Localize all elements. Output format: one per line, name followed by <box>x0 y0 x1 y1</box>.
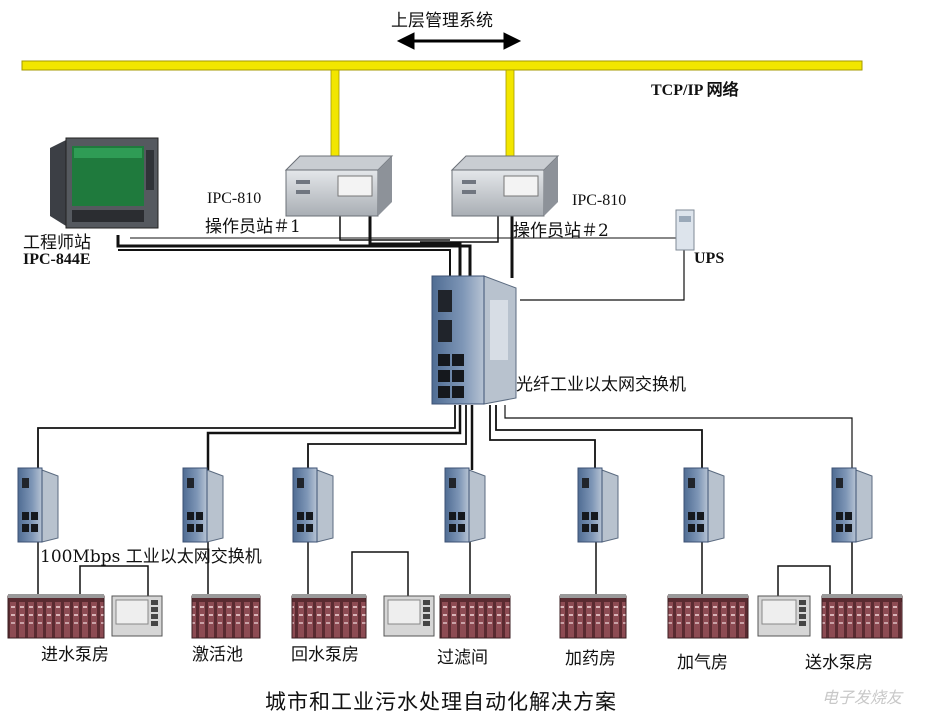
ipc810-2-icon <box>450 155 560 217</box>
bus-drop-2 <box>505 69 515 161</box>
station-label-6: 加气房 <box>677 653 728 673</box>
field-switch-icon-4 <box>444 467 486 543</box>
station-label-4: 过滤间 <box>437 648 488 668</box>
fiber-switch-label: 光纤工业以太网交换机 <box>516 375 686 395</box>
field-switch-icon-2 <box>182 467 224 543</box>
ipc810-2-label: IPC-810 <box>572 192 627 209</box>
operator-station-1-label: 操作员站＃1 <box>205 217 301 237</box>
watermark: 电子发烧友 <box>822 690 903 707</box>
station-label-3: 回水泵房 <box>291 645 359 665</box>
upper-system-label: 上层管理系统 <box>391 11 493 31</box>
diagram-caption: 城市和工业污水处理自动化解决方案 <box>265 690 617 714</box>
fiber-switch-icon <box>431 275 517 405</box>
engineer-station-icon <box>50 137 159 229</box>
plc-rack-icon-2 <box>191 594 261 639</box>
plc-rack-icon-6 <box>667 594 749 639</box>
station-label-7: 送水泵房 <box>805 653 873 673</box>
ups-icon <box>675 209 695 251</box>
plc-rack-icon-1 <box>7 594 105 639</box>
ups-label: UPS <box>694 250 725 267</box>
field-switch-icon-3 <box>292 467 334 543</box>
field-switch-icon-5 <box>577 467 619 543</box>
field-switch-icon-7 <box>831 467 873 543</box>
field-cables <box>37 405 853 600</box>
plc-rack-icon-3 <box>291 594 367 639</box>
upper-cables <box>116 215 685 301</box>
plc-rack-icon-5 <box>559 594 627 639</box>
ipc810-1-icon <box>284 155 394 217</box>
field-switch-icon-6 <box>683 467 725 543</box>
tcpip-bus <box>21 60 863 71</box>
station-label-1: 进水泵房 <box>41 645 109 665</box>
station-label-2: 激活池 <box>192 645 243 665</box>
ipc810-1-label: IPC-810 <box>207 190 262 207</box>
plc-rack-icon-4 <box>439 594 511 639</box>
tcpip-label: TCP/IP 网络 <box>651 82 739 99</box>
engineer-station-label: 工程师站 <box>23 233 91 253</box>
hmi-panel-icon-1 <box>111 595 163 637</box>
station-label-5: 加药房 <box>565 649 616 669</box>
ipc844e-label: IPC-844E <box>23 251 91 268</box>
operator-station-2-label: 操作员站＃2 <box>513 221 609 241</box>
switch-100mbps-label: 100Mbps 工业以太网交换机 <box>40 547 262 567</box>
hmi-panel-icon-2 <box>383 595 435 637</box>
bus-drop-1 <box>330 69 340 161</box>
field-switch-icon-1 <box>17 467 59 543</box>
plc-rack-icon-7 <box>821 594 903 639</box>
double-arrow-icon <box>396 32 522 50</box>
hmi-panel-icon-3 <box>757 595 811 637</box>
